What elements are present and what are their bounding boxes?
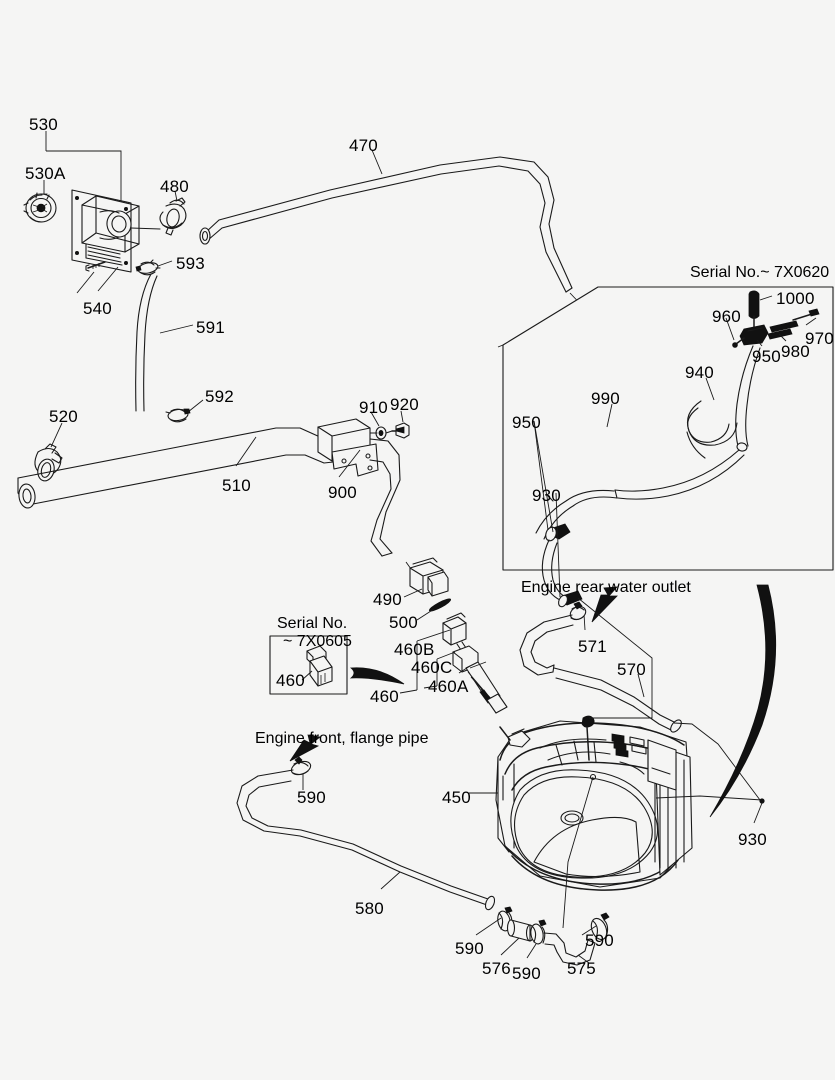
hose-clamp-520 bbox=[34, 422, 63, 482]
tube-940 bbox=[686, 377, 738, 459]
caption-serial-no-7x0605: Serial No. ~ 7X0605 bbox=[277, 615, 352, 652]
label-980: 980 bbox=[781, 342, 810, 361]
inset-pointer-curve bbox=[709, 584, 777, 818]
label-930-main: 930 bbox=[738, 830, 767, 849]
clamp-590-c bbox=[526, 919, 547, 959]
serial-line-2: ~ 7X0605 bbox=[283, 633, 352, 651]
label-940: 940 bbox=[685, 363, 714, 382]
label-590-b: 590 bbox=[455, 939, 484, 958]
label-576: 576 bbox=[482, 959, 511, 978]
bottom-clamp-row bbox=[475, 906, 610, 966]
filler-housing-plate-530 bbox=[71, 189, 161, 273]
clamp-593 bbox=[135, 259, 161, 276]
label-460A: 460A bbox=[428, 677, 469, 696]
label-1000: 1000 bbox=[776, 289, 815, 308]
label-460: 460 bbox=[370, 687, 399, 706]
label-910: 910 bbox=[359, 398, 388, 417]
coupling-490 bbox=[409, 557, 449, 597]
caption-engine-rear-water-outlet: Engine rear water outlet bbox=[521, 579, 691, 596]
hose-470 bbox=[199, 149, 589, 313]
gasket-500 bbox=[428, 598, 452, 612]
clamp-592 bbox=[165, 408, 191, 423]
label-575: 575 bbox=[567, 959, 596, 978]
clamp-590-d bbox=[581, 912, 610, 941]
inset-box-7x0605 bbox=[269, 635, 405, 695]
label-960: 960 bbox=[712, 307, 741, 326]
label-460-inset: 460 bbox=[276, 671, 305, 690]
clamp-571 bbox=[569, 601, 587, 621]
inset-box-7x0620 bbox=[497, 286, 834, 719]
caption-serial-no-7x0620: Serial No.~ 7X0620 bbox=[690, 264, 830, 281]
filler-neck-assembly-530 bbox=[23, 131, 161, 294]
clamp-590-b bbox=[475, 906, 513, 936]
engine-front-flange-arrow bbox=[289, 734, 321, 790]
label-480: 480 bbox=[160, 177, 189, 196]
label-900: 900 bbox=[328, 483, 357, 502]
label-593: 593 bbox=[176, 254, 205, 273]
pipe-510 bbox=[17, 427, 353, 509]
label-591: 591 bbox=[196, 318, 225, 337]
screw-540 bbox=[85, 261, 119, 292]
label-530A: 530A bbox=[25, 164, 66, 183]
label-592: 592 bbox=[205, 387, 234, 406]
fitting-stack-490-460 bbox=[399, 557, 508, 714]
label-950-left: 950 bbox=[512, 413, 541, 432]
hose-upper-950 bbox=[735, 345, 761, 452]
caption-engine-front-flange-pipe: Engine front, flange pipe bbox=[255, 730, 429, 747]
label-580: 580 bbox=[355, 899, 384, 918]
engine-radiator-unit-450 bbox=[469, 715, 693, 891]
bracket-950-top bbox=[739, 324, 769, 346]
label-520: 520 bbox=[49, 407, 78, 426]
hose-580 bbox=[236, 769, 496, 911]
label-460C: 460C bbox=[411, 658, 453, 677]
hose-clamp-480 bbox=[159, 190, 187, 236]
label-460B: 460B bbox=[394, 640, 435, 659]
label-540: 540 bbox=[83, 299, 112, 318]
bracket-900 bbox=[317, 410, 410, 478]
label-470: 470 bbox=[349, 136, 378, 155]
label-950-top: 950 bbox=[752, 347, 781, 366]
clamp-930-inset bbox=[555, 492, 583, 608]
hose-lower-930 bbox=[541, 539, 568, 601]
label-970: 970 bbox=[805, 329, 834, 348]
pin-960 bbox=[725, 317, 745, 348]
filler-cap-530A bbox=[23, 192, 57, 223]
clamp-980-970 bbox=[767, 308, 820, 342]
label-930-inset: 930 bbox=[532, 486, 561, 505]
flex-tube-460A bbox=[465, 661, 508, 714]
sleeve-576 bbox=[500, 919, 535, 956]
hose-990 bbox=[606, 403, 745, 500]
label-500: 500 bbox=[389, 613, 418, 632]
label-590-d: 590 bbox=[585, 931, 614, 950]
label-570: 570 bbox=[617, 660, 646, 679]
serial-line-1: Serial No. bbox=[277, 615, 348, 632]
label-590-front: 590 bbox=[297, 788, 326, 807]
elbow-hose-575 bbox=[543, 932, 596, 966]
nipple-460B bbox=[442, 612, 469, 654]
label-510: 510 bbox=[222, 476, 251, 495]
clamp-590-front bbox=[290, 756, 312, 776]
label-571: 571 bbox=[578, 637, 607, 656]
label-920: 920 bbox=[390, 395, 419, 414]
hose-591-assembly bbox=[135, 259, 204, 423]
label-450: 450 bbox=[442, 788, 471, 807]
label-490: 490 bbox=[373, 590, 402, 609]
label-530: 530 bbox=[29, 115, 58, 134]
label-590-c: 590 bbox=[512, 964, 541, 983]
label-990: 990 bbox=[591, 389, 620, 408]
hose-570-assembly bbox=[519, 586, 682, 733]
